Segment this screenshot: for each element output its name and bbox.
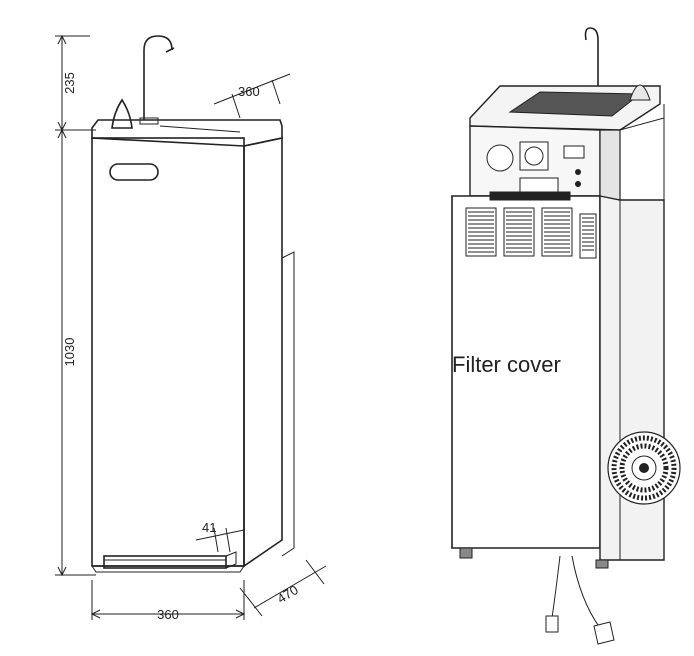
fan-grille [607,431,681,505]
foot-left [459,547,473,559]
depth-top-label: 360 [238,84,260,99]
rear-view-illustration: Filter cover [451,27,681,645]
pressure-gauge [486,144,514,172]
base-offset-dimension-line [195,529,245,541]
rear-faucet [584,27,599,116]
base-offset-label: 41 [202,520,216,535]
cabinet-side-panel [599,195,665,561]
handle-slot [109,163,159,181]
rear-bubbler [629,84,651,101]
filter-cover-label: Filter cover [452,352,561,377]
faucet-height-label: 235 [62,72,77,94]
rating-plate [519,177,559,193]
total-height-label: 1030 [62,338,77,367]
depth-bottom-dimension-line [253,565,327,609]
cabinet-front [91,137,245,567]
thermostat-display [563,145,585,159]
foot-pedal [103,555,227,569]
depth-bottom-label: 470 [274,582,300,606]
power-cord [571,555,601,629]
faucet [143,35,173,120]
width-bottom-label: 360 [157,607,179,622]
faucet-base [139,117,159,125]
hose-fitting [545,615,559,633]
vent-grilles [465,191,597,259]
bubbler-spout [111,98,133,129]
top-basin [91,119,283,147]
back-panel [281,251,295,557]
front-view-drawing: 235 1030 360 41 360 470 [55,34,327,622]
cabinet-side [243,137,283,568]
foot-right [595,559,609,569]
power-plug [593,621,615,645]
water-hose [551,555,561,619]
depth-top-dimension-line [213,73,291,105]
control-knob [575,169,581,175]
